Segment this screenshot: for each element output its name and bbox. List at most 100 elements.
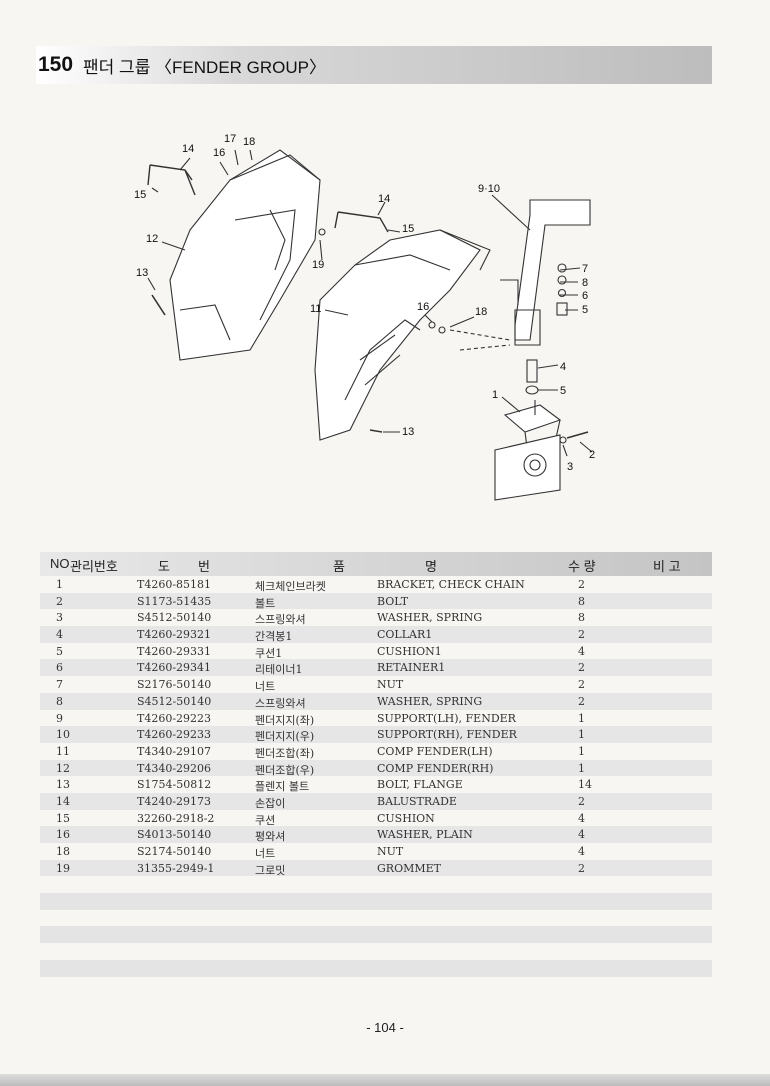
cell-en: BOLT: [377, 594, 409, 608]
cell-kr: 펜더조합(좌): [255, 746, 315, 760]
cell-en: WASHER, SPRING: [377, 694, 483, 708]
section-number: 150: [38, 53, 74, 76]
cell-kr: 펜더조합(우): [255, 763, 315, 777]
cell-kr: 그로밋: [255, 863, 286, 877]
header-no: NO: [50, 556, 70, 571]
cell-qty: 2: [578, 661, 585, 675]
cell-no: 8: [56, 694, 63, 708]
callout-5: 5: [582, 304, 588, 316]
blank-row: [40, 910, 712, 927]
cell-pn: 31355-2949-1: [137, 861, 215, 875]
cell-no: 10: [56, 728, 70, 742]
callout-18-right: 18: [475, 306, 487, 318]
cell-kr: 볼트: [255, 596, 276, 610]
cell-no: 16: [56, 828, 70, 842]
cell-pn: T4340-29107: [137, 744, 212, 758]
cell-pn: S1173-51435: [137, 594, 212, 608]
cell-pn: T4260-29233: [137, 728, 212, 742]
header-name-2: 명: [425, 559, 437, 574]
cell-no: 4: [56, 628, 63, 642]
callout-13: 13: [136, 267, 148, 279]
section-header: 150 팬더 그룹 〈FENDER GROUP〉: [36, 46, 712, 84]
cell-no: 7: [56, 678, 63, 692]
cell-pn: T4260-29331: [137, 644, 212, 658]
callout-16-right: 16: [417, 301, 429, 313]
table-row: 2 S1173-51435 볼트 BOLT 8: [40, 592, 712, 610]
cell-no: 5: [56, 644, 63, 658]
cell-kr: 펜더지지(우): [255, 730, 315, 744]
cell-en: BRACKET, CHECK CHAIN: [377, 578, 525, 591]
cell-kr: 손잡이: [255, 796, 286, 810]
callout-11: 11: [310, 303, 321, 315]
cell-en: RETAINER1: [377, 661, 446, 675]
cell-en: COMP FENDER(LH): [377, 744, 493, 758]
cell-pn: T4260-85181: [137, 578, 212, 591]
cell-qty: 4: [578, 644, 585, 658]
callout-1: 1: [492, 389, 498, 401]
blank-row: [40, 959, 712, 977]
callout-9-10: 9·10: [478, 183, 500, 195]
callout-7: 7: [582, 263, 588, 275]
cell-pn: 32260-2918-2: [137, 811, 215, 825]
callout-13-right: 13: [402, 426, 414, 438]
cell-qty: 1: [578, 761, 585, 775]
cell-kr: 너트: [255, 680, 276, 694]
callout-14: 14: [182, 143, 194, 155]
callout-15: 15: [134, 189, 146, 201]
cell-no: 2: [56, 594, 63, 608]
cell-no: 15: [56, 811, 70, 825]
cell-qty: 1: [578, 744, 585, 758]
blank-rows: [40, 876, 712, 977]
cell-pn: S4512-50140: [137, 611, 212, 625]
header-management-no: 관리번호: [70, 559, 118, 574]
cell-pn: S2176-50140: [137, 678, 212, 692]
cell-pn: T4260-29223: [137, 711, 212, 725]
callout-4: 4: [560, 361, 566, 373]
blank-row: [40, 943, 712, 960]
cell-kr: 쿠션: [255, 813, 276, 827]
cell-no: 13: [56, 778, 70, 792]
cell-qty: 8: [578, 594, 585, 608]
cell-en: BOLT, FLANGE: [377, 778, 463, 792]
cell-kr: 평와셔: [255, 830, 286, 844]
cell-kr: 간격봉1: [255, 630, 293, 644]
header-remark: 비 고: [653, 559, 681, 574]
cell-no: 6: [56, 661, 63, 675]
callout-16: 16: [213, 147, 225, 159]
cell-no: 3: [56, 611, 63, 625]
cell-en: CUSHION1: [377, 644, 442, 658]
cell-en: SUPPORT(RH), FENDER: [377, 728, 517, 742]
section-title: 팬더 그룹 〈FENDER GROUP〉: [83, 57, 327, 77]
cell-pn: S2174-50140: [137, 845, 212, 858]
cell-en: SUPPORT(LH), FENDER: [377, 711, 516, 725]
header-drawing-2: 번: [198, 559, 210, 574]
scan-edge: [0, 1074, 770, 1086]
callout-8: 8: [582, 277, 588, 289]
cell-kr: 플렌지 볼트: [255, 780, 310, 794]
cell-pn: S4013-50140: [137, 828, 212, 842]
cell-en: NUT: [377, 678, 404, 692]
header-drawing-1: 도: [158, 559, 170, 574]
callout-19: 19: [312, 259, 324, 271]
callout-3: 3: [567, 461, 573, 473]
callout-6: 6: [582, 290, 588, 302]
cell-en: GROMMET: [377, 861, 441, 875]
exploded-parts-diagram: 14 16 17 18 15 12 13 14 15 19 9·10 7 8 6…: [134, 133, 595, 501]
parts-table-header: NO 관리번호 도 번 품 명 수 량 비 고: [40, 552, 712, 576]
blank-row: [40, 876, 712, 893]
cell-qty: 4: [578, 828, 585, 842]
cell-en: WASHER, PLAIN: [377, 828, 473, 842]
cell-en: NUT: [377, 845, 404, 858]
cell-qty: 2: [578, 678, 585, 692]
cell-qty: 2: [578, 861, 585, 875]
